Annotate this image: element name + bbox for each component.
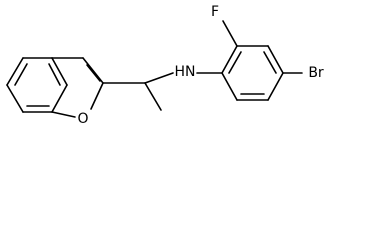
bond-to-nitrogen — [144, 72, 174, 84]
double-bond-inner — [86, 64, 101, 82]
fluorine-label: F — [211, 4, 219, 20]
bond — [51, 57, 68, 86]
double-bond-inner — [263, 51, 277, 74]
double-bond-inner — [228, 51, 242, 74]
ethyl-linker — [102, 72, 174, 111]
bond — [267, 45, 284, 74]
bond — [51, 111, 76, 118]
bond — [267, 72, 284, 101]
bond — [90, 82, 104, 110]
bond — [221, 72, 238, 101]
bromine-label: Br — [308, 65, 324, 81]
double-bond-inner — [14, 63, 28, 86]
bond — [221, 45, 238, 74]
bond-to-fluorine — [222, 20, 238, 47]
bond — [6, 57, 24, 86]
oxygen-label: O — [77, 111, 88, 127]
double-bond-inner — [48, 63, 61, 86]
methyl-bond — [144, 82, 162, 111]
bond — [6, 84, 24, 113]
furan-ring — [51, 57, 104, 118]
bond — [51, 84, 68, 113]
benzofuran-benzene-ring — [6, 57, 68, 113]
amine-label: HN — [175, 64, 196, 80]
aniline-ring — [196, 20, 303, 101]
molecule-diagram: F HN Br O — [6, 4, 324, 127]
bond — [82, 57, 104, 84]
